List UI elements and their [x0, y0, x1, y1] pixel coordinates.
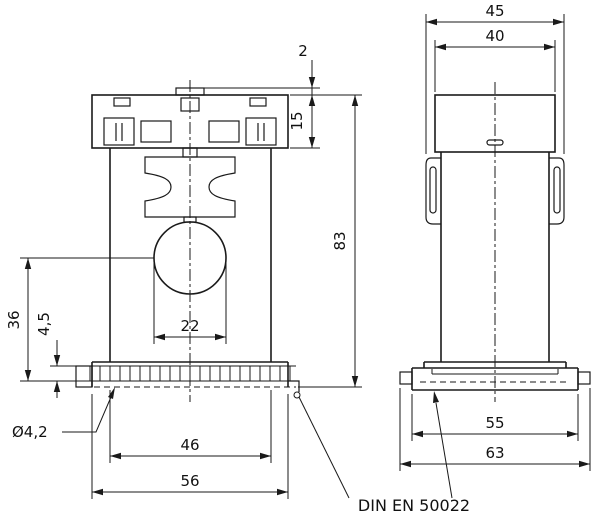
dim-overall-height: 83 — [298, 95, 362, 388]
side-view: 45 40 55 63 — [399, 2, 591, 471]
dim-tab-and-terminal-height: 2 15 — [204, 42, 362, 149]
dim-overall-width-top-label: 45 — [485, 2, 504, 20]
dim-housing-width: 40 — [434, 27, 556, 92]
cap-slot — [486, 139, 504, 146]
dim-window-center-height-label: 36 — [5, 310, 23, 329]
dim-overall-width-top: 45 — [425, 2, 565, 154]
dim-tab-height-label: 2 — [298, 42, 308, 60]
din-rail-front — [75, 361, 300, 392]
conductor-clamp-spring — [144, 147, 236, 223]
dim-window-width-label: 22 — [180, 317, 199, 335]
din-standard-callout: DIN EN 50022 — [293, 391, 470, 515]
rail-hook — [288, 380, 300, 392]
label-fixing-hole: Ø4,2 — [12, 387, 115, 441]
spring-clip-ears — [425, 157, 565, 225]
dim-base-width: 55 — [411, 394, 579, 441]
dim-base-width-label: 55 — [485, 414, 504, 432]
rail-clip-left — [399, 371, 413, 385]
dim-window-center-height: 36 — [5, 257, 154, 382]
dim-terminal-height-label: 15 — [288, 111, 306, 130]
callout-marker — [293, 391, 301, 399]
dim-overall-base-width: 63 — [399, 388, 591, 471]
dim-overall-base-width-label: 63 — [485, 444, 504, 462]
rail-clip-right — [577, 371, 591, 385]
dim-rail-offset: 4,5 — [35, 312, 84, 398]
body-outline — [109, 148, 272, 362]
din-standard-label: DIN EN 50022 — [358, 496, 470, 515]
dim-window-width: 22 — [153, 260, 227, 344]
dim-fixing-hole-label: Ø4,2 — [12, 423, 48, 441]
dim-overall-width-label: 56 — [180, 472, 199, 490]
dim-body-width: 46 — [109, 390, 272, 463]
dim-housing-width-label: 40 — [485, 27, 504, 45]
dim-body-width-label: 46 — [180, 436, 199, 454]
front-view: 2 15 83 36 4,5 22 — [5, 42, 362, 499]
dim-rail-offset-label: 4,5 — [35, 312, 53, 336]
side-base — [399, 361, 591, 391]
side-body — [440, 152, 550, 362]
dim-overall-width: 56 — [91, 394, 289, 499]
side-cap — [434, 94, 556, 153]
dim-overall-height-label: 83 — [331, 231, 349, 250]
